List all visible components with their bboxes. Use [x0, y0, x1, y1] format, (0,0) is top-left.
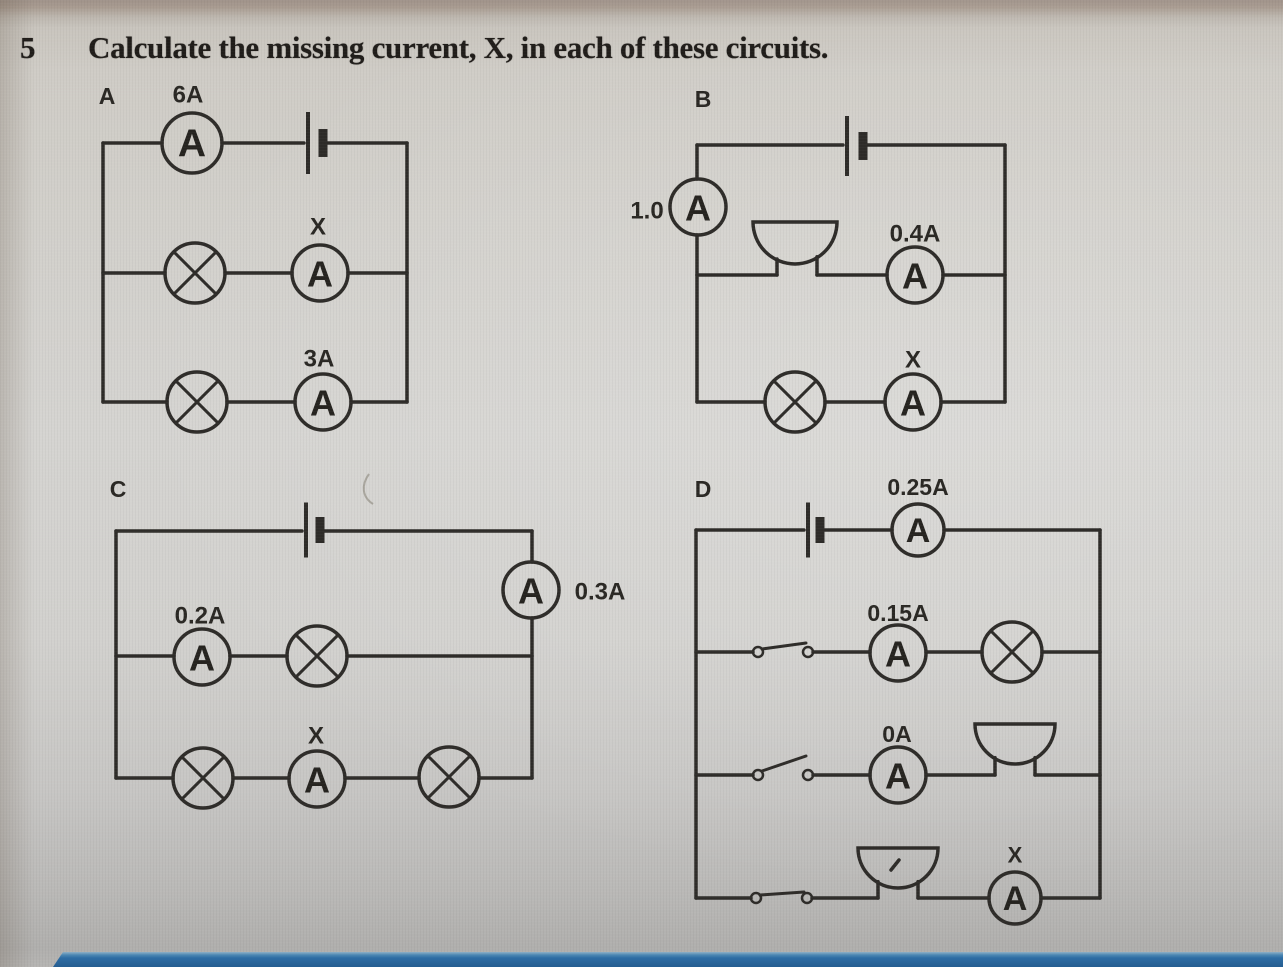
- question-number: 5: [20, 30, 36, 65]
- ammeter-letter: A: [189, 638, 215, 679]
- circuit-B: A A A 1.0 0.4A X B: [630, 86, 1007, 434]
- question-title: Calculate the missing current, X, in eac…: [88, 30, 829, 65]
- battery-cell-symbol: [806, 502, 825, 558]
- circuit-letter-label: A: [99, 83, 116, 109]
- ammeter-letter: A: [518, 571, 544, 612]
- lamp-symbol: [417, 745, 481, 809]
- ammeter-letter: A: [906, 512, 931, 550]
- buzzer-tick-mark: [889, 858, 901, 872]
- current-value-label: X: [310, 214, 326, 241]
- battery-cell-symbol: [845, 116, 868, 176]
- lamp-symbol: [163, 241, 227, 305]
- buzzer-symbol: [973, 722, 1057, 777]
- current-value-label: 6A: [173, 82, 204, 109]
- taskbar-edge: [53, 952, 1283, 967]
- current-value-label: 0.15A: [867, 600, 928, 626]
- circuit-C: A A A 0.2A 0.3A X C: [110, 476, 626, 810]
- circuit-letter-label: D: [695, 476, 712, 502]
- ammeter-symbol: A: [890, 502, 946, 558]
- ammeter-symbol: A: [293, 372, 353, 432]
- ammeter-letter: A: [304, 760, 330, 801]
- current-value-label: 0.25A: [887, 474, 948, 500]
- current-value-label: 0.3A: [575, 579, 626, 606]
- current-value-label: 0.2A: [175, 603, 226, 630]
- lamp-symbol: [285, 624, 349, 688]
- ammeter-symbol: A: [287, 749, 347, 809]
- ammeter-letter: A: [885, 634, 911, 675]
- current-value-label: X: [905, 347, 921, 374]
- ammeter-symbol: A: [668, 177, 728, 237]
- ammeter-letter: A: [902, 256, 928, 297]
- lamp-symbol: [165, 370, 229, 434]
- circuit-letter-label: C: [110, 476, 127, 502]
- switch-symbol: [751, 754, 815, 782]
- ammeter-symbol: A: [290, 243, 350, 303]
- current-value-label: 0A: [882, 721, 911, 747]
- battery-cell-symbol: [304, 502, 325, 558]
- ammeter-letter: A: [1003, 880, 1028, 918]
- battery-cell-symbol: [306, 112, 328, 174]
- ammeter-symbol: A: [868, 745, 928, 805]
- circuit-D: A A A A 0.25A 0.15A 0A X D: [694, 474, 1102, 926]
- current-value-label: 1.0: [630, 198, 663, 225]
- current-value-label: 3A: [304, 346, 335, 373]
- ammeter-symbol: A: [883, 372, 943, 432]
- ammeter-symbol: A: [160, 111, 224, 175]
- switch-symbol: [751, 641, 815, 659]
- ammeter-letter: A: [900, 383, 926, 424]
- circuit-letter-label: B: [695, 86, 712, 112]
- current-value-label: X: [308, 723, 324, 750]
- circuit-A: A A A 6A X 3A A: [99, 82, 409, 434]
- ammeter-symbol: A: [172, 627, 232, 687]
- current-value-label: X: [1008, 843, 1023, 868]
- ammeter-symbol: A: [885, 245, 945, 305]
- ammeter-letter: A: [885, 756, 911, 797]
- buzzer-symbol: [751, 220, 839, 277]
- ammeter-letter: A: [307, 254, 333, 295]
- ammeter-letter: A: [310, 383, 336, 424]
- current-value-label: 0.4A: [890, 221, 941, 248]
- ammeter-symbol: A: [501, 560, 561, 620]
- buzzer-symbol: [856, 846, 940, 900]
- lamp-symbol: [980, 620, 1044, 684]
- ammeter-letter: A: [685, 188, 711, 229]
- ammeter-symbol: A: [987, 870, 1043, 926]
- switch-symbol: [749, 890, 814, 905]
- lamp-symbol: [763, 370, 827, 434]
- pencil-smudge: [362, 473, 374, 505]
- ammeter-symbol: A: [868, 623, 928, 683]
- ammeter-letter: A: [178, 123, 206, 166]
- lamp-symbol: [171, 746, 235, 810]
